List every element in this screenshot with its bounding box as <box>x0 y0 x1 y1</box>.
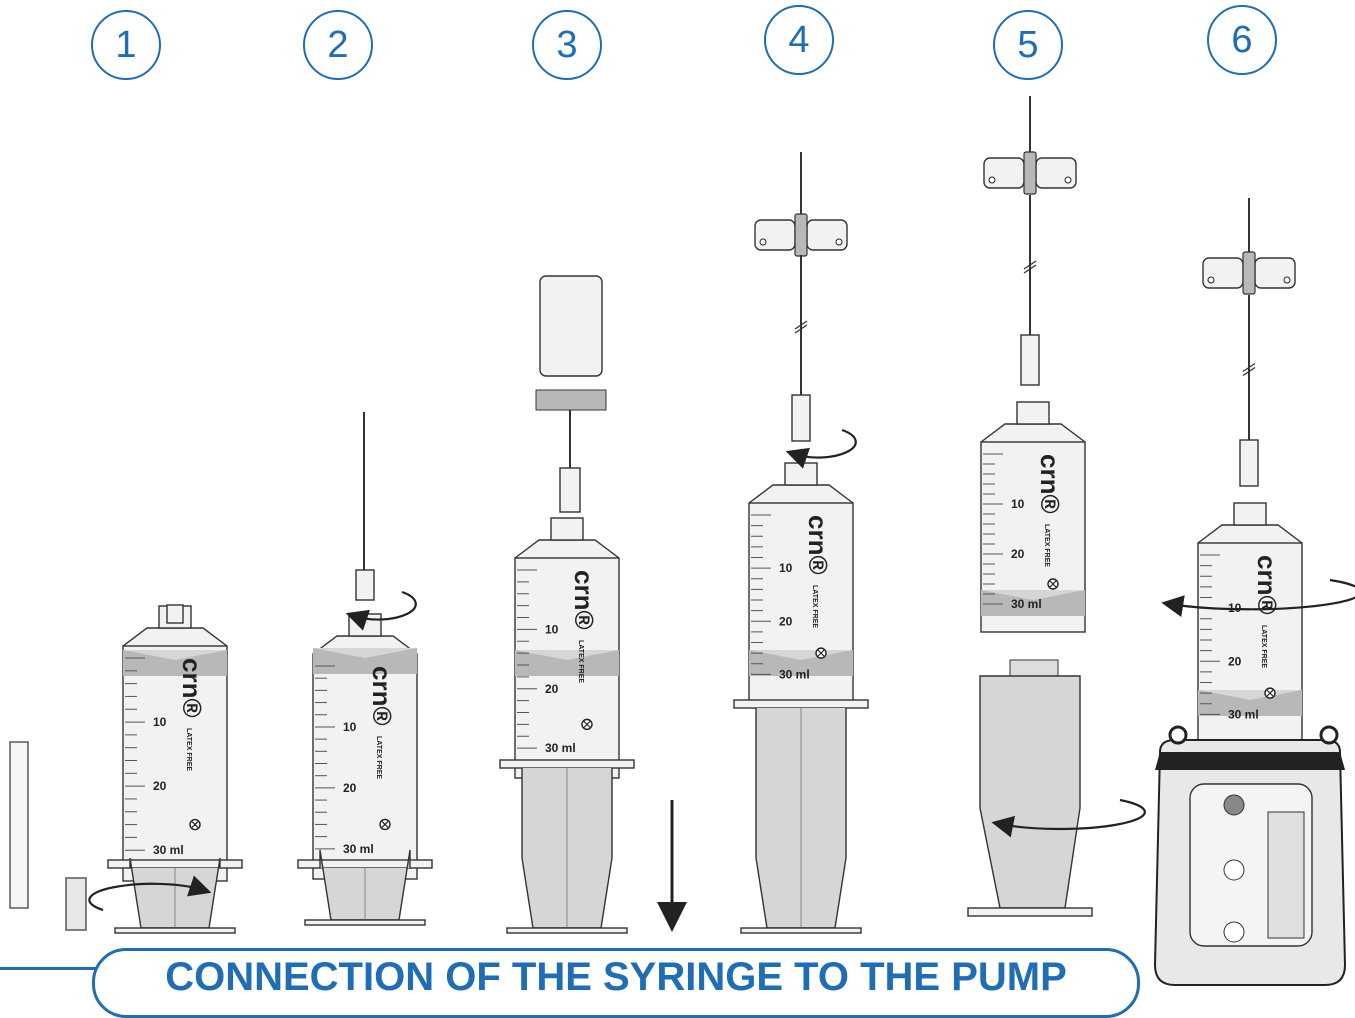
latex-free-label: LATEX FREE <box>1260 625 1267 668</box>
graduation-label: 30 ml <box>545 741 576 755</box>
graduation-label: 10 <box>545 622 559 636</box>
syringe-hub <box>1234 503 1266 525</box>
butterfly-wing-left <box>755 220 795 250</box>
graduation-label: 10 <box>343 720 357 734</box>
latex-free-label: LATEX FREE <box>811 585 818 628</box>
step-number-3: 3 <box>532 10 602 80</box>
step-number-5: 5 <box>993 10 1063 80</box>
plunger-thumb <box>115 928 235 933</box>
luer-cap <box>66 878 86 930</box>
graduation-label: 10 <box>1011 497 1025 511</box>
needle-cap <box>10 742 28 908</box>
butterfly-wing-left <box>1203 258 1243 288</box>
graduation-label: 20 <box>153 779 167 793</box>
barrel-shoulder <box>515 540 619 558</box>
wing-hole <box>1208 277 1214 283</box>
wing-hole <box>760 239 766 245</box>
latex-free-label: LATEX FREE <box>375 736 382 779</box>
page-title: CONNECTION OF THE SYRINGE TO THE PUMP <box>92 955 1140 1000</box>
finger-flange <box>108 860 242 868</box>
tube-connector <box>1240 440 1258 486</box>
medication-vial <box>540 276 602 376</box>
tube-connector <box>1021 335 1039 385</box>
butterfly-wing-right <box>1036 158 1076 188</box>
plunger-thumb <box>305 920 425 925</box>
barrel-shoulder <box>123 628 227 646</box>
wing-hole <box>836 239 842 245</box>
adapter-base <box>968 908 1092 916</box>
wing-hole <box>1065 177 1071 183</box>
graduation-label: 30 ml <box>1228 707 1259 721</box>
needle-hub <box>356 570 374 600</box>
indicator-light <box>1224 795 1244 815</box>
tube-connector <box>792 395 810 441</box>
brand-logo: crn® <box>177 658 207 718</box>
syringe-illustration: 10 20 30 ml crn® LATEX FREE 10 20 30 ml crn® LATE… <box>0 0 1355 992</box>
barrel-shoulder <box>981 424 1085 442</box>
butterfly-hub <box>1024 152 1036 194</box>
wing-hole <box>989 177 995 183</box>
step-number-1: 1 <box>91 10 161 80</box>
title-rule <box>0 967 96 970</box>
finger-flange <box>734 700 868 708</box>
graduation-label: 10 <box>153 715 167 729</box>
pump-clip <box>1170 727 1186 743</box>
pump-top-rail <box>1155 752 1345 770</box>
step-1-syringe: 10 20 30 ml crn® LATEX FREE <box>10 605 242 933</box>
butterfly-hub <box>1243 252 1255 294</box>
step-4-syringe: 10 20 30 ml crn® LATEX FREE <box>734 152 868 933</box>
pump-adapter <box>980 676 1080 908</box>
instruction-diagram: 10 20 30 ml crn® LATEX FREE 10 20 30 ml crn® LATE… <box>0 0 1355 992</box>
butterfly-wing-left <box>984 158 1024 188</box>
barrel-shoulder <box>749 485 853 503</box>
barrel-shoulder <box>1198 525 1302 543</box>
graduation-label: 10 <box>779 561 793 575</box>
brand-logo: crn® <box>803 515 833 575</box>
step-number-2: 2 <box>303 10 373 80</box>
graduation-label: 20 <box>545 682 559 696</box>
brand-logo: crn® <box>1252 555 1282 615</box>
step-3-syringe: 10 20 30 ml crn® LATEX FREE <box>500 276 672 933</box>
brand-logo: crn® <box>569 570 599 630</box>
tip-cap <box>167 605 183 623</box>
syringe-hub <box>551 518 583 540</box>
pump-button <box>1224 922 1244 942</box>
step-number-6: 6 <box>1207 5 1277 75</box>
latex-free-label: LATEX FREE <box>1043 524 1050 567</box>
needle-hub <box>560 468 580 512</box>
graduation-label: 20 <box>779 614 793 628</box>
graduation-label: 20 <box>343 781 357 795</box>
graduation-label: 20 <box>1228 654 1242 668</box>
latex-free-label: LATEX FREE <box>577 640 584 683</box>
brand-logo: crn® <box>367 666 397 726</box>
butterfly-wing-right <box>807 220 847 250</box>
pump-button <box>1224 860 1244 880</box>
graduation-label: 30 ml <box>1011 597 1042 611</box>
syringe-hub <box>349 614 381 636</box>
butterfly-hub <box>795 214 807 256</box>
latex-free-label: LATEX FREE <box>185 728 192 771</box>
step-number-4: 4 <box>764 5 834 75</box>
vial-cap <box>536 390 606 410</box>
finger-flange <box>500 760 634 768</box>
plunger-thumb <box>507 928 627 933</box>
butterfly-wing-right <box>1255 258 1295 288</box>
pump-clip <box>1321 727 1337 743</box>
syringe-hub <box>1017 402 1049 424</box>
graduation-label: 30 ml <box>343 842 374 856</box>
step-5-syringe: 10 20 30 ml crn® LATEX FREE <box>968 96 1145 916</box>
pump-display <box>1268 812 1304 938</box>
brand-logo: crn® <box>1035 454 1065 514</box>
step-2-syringe: 10 20 30 ml crn® LATEX FREE <box>298 412 432 925</box>
graduation-label: 20 <box>1011 547 1025 561</box>
plunger-thumb <box>741 928 861 933</box>
finger-flange <box>298 860 432 868</box>
syringe-hub <box>785 463 817 485</box>
wing-hole <box>1284 277 1290 283</box>
graduation-label: 30 ml <box>153 843 184 857</box>
graduation-label: 30 ml <box>779 667 810 681</box>
luer-thread <box>1010 660 1058 676</box>
